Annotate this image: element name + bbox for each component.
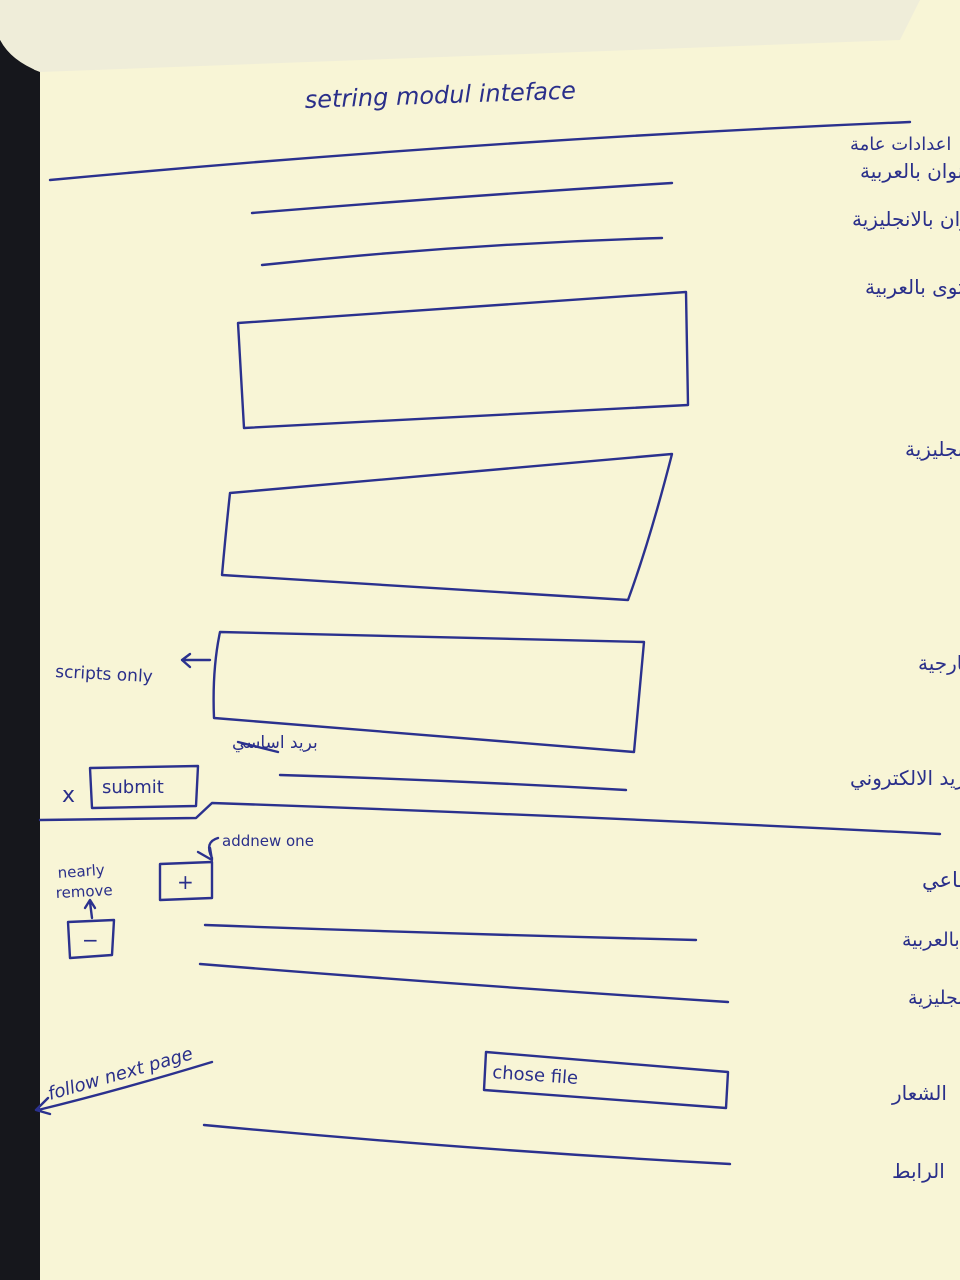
textarea-content-ar[interactable] — [236, 290, 690, 430]
section-social-media: وسائل التواصل الاجتماعي — [922, 868, 960, 892]
note-add-new-one: addnew one — [222, 832, 314, 850]
submit-button-label: submit — [102, 777, 164, 798]
textarea-content-en[interactable] — [220, 452, 674, 602]
remove-button-label: − — [82, 928, 99, 952]
section-general-settings: اعدادات عامة — [850, 134, 951, 155]
paper-sheet — [28, 0, 960, 1280]
add-button-label: + — [177, 870, 194, 894]
input-email[interactable] — [278, 773, 628, 792]
label-name-ar: الاسم بالعربية — [902, 929, 960, 951]
label-email: البريد الالكتروني — [850, 766, 960, 791]
label-link: الرابط — [892, 1159, 945, 1183]
add-button[interactable]: + — [158, 860, 214, 902]
divider-middle — [38, 801, 942, 836]
note-main-email: بريد اساسي — [232, 733, 318, 753]
label-content-ar: المحتوى بالعربية — [865, 275, 960, 299]
input-link[interactable] — [202, 1123, 732, 1166]
arrow-add-new-icon — [196, 836, 220, 862]
arrow-remove-icon — [83, 898, 97, 920]
label-title-en: العنوان بالانجليزية — [852, 207, 960, 231]
label-logo: الشعار — [891, 1081, 947, 1105]
label-external-codes: اضافة أكواد خارجية — [918, 650, 960, 675]
input-name-en[interactable] — [198, 962, 730, 1004]
label-content-en: المحتوى بالانجليزية — [905, 437, 960, 461]
arrow-scripts-only-icon — [180, 652, 212, 669]
arrow-main-email-icon — [236, 740, 280, 754]
paper-shadow-left — [0, 40, 40, 1280]
textarea-external-codes[interactable] — [212, 630, 646, 754]
divider-top — [48, 120, 912, 182]
note-nearly: nearly — [57, 861, 105, 882]
label-name-en: الاسم بالانجليزية — [908, 987, 960, 1009]
note-remove: remove — [55, 881, 113, 902]
submit-button[interactable]: submit — [88, 764, 200, 810]
cancel-mark-icon: x — [62, 783, 75, 808]
paper-top-fold — [0, 0, 920, 72]
label-title-ar: العنوان بالعربية — [860, 159, 960, 183]
arrow-follow-next-page-icon — [34, 1060, 214, 1116]
input-title-en[interactable] — [260, 236, 664, 267]
remove-button[interactable]: − — [66, 918, 116, 960]
input-title-ar[interactable] — [250, 181, 674, 215]
input-name-ar[interactable] — [203, 923, 698, 942]
